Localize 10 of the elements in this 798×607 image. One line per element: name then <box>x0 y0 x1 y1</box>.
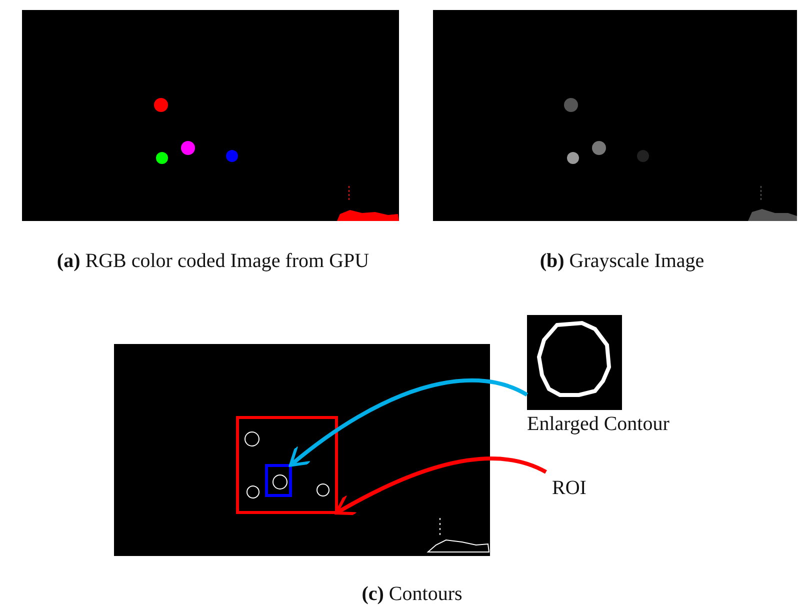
text-label: ROI <box>546 472 602 508</box>
roi-box <box>236 416 338 514</box>
arrow <box>334 456 547 516</box>
arrow <box>288 378 528 467</box>
picture <box>527 315 622 410</box>
caption-text: Enlarged Contour <box>527 412 670 436</box>
figure-caption: (c) Contours <box>362 582 462 606</box>
figure-caption: (a) RGB color coded Image from GPU <box>56 249 370 273</box>
figure-caption: (b) Grayscale Image <box>540 249 704 273</box>
highlight-box <box>265 464 292 497</box>
